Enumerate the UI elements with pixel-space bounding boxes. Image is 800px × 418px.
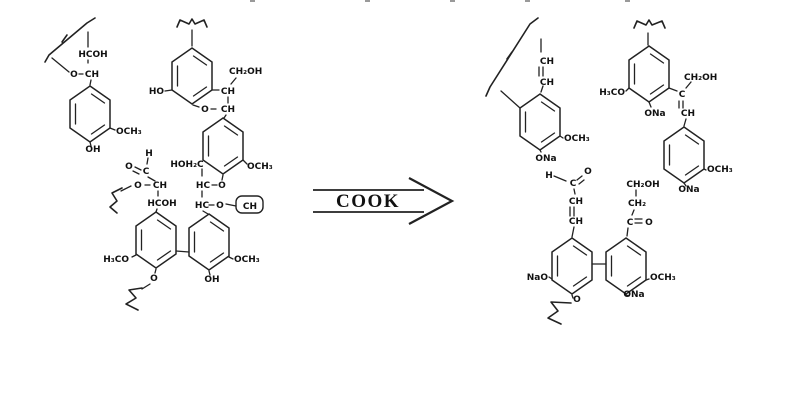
arrow-shaft xyxy=(313,189,424,213)
label-boxed-ch: CH xyxy=(243,202,257,212)
label-h3co: H₃CO xyxy=(103,255,129,265)
lignin-before-structure: HCOH O CH OCH₃ OH HO CH₂OH CH O CH OCH₃ … xyxy=(44,17,273,311)
benzene-ring xyxy=(171,47,213,105)
benzene-ring xyxy=(188,213,230,271)
unit-i: CH₂OH CH₂ C O xyxy=(626,180,660,237)
label-hc1: HC xyxy=(196,181,211,191)
bonds xyxy=(131,250,234,290)
benzene-ring xyxy=(135,211,177,269)
bonds xyxy=(201,168,237,215)
label-methoxy: OCH₃ xyxy=(650,273,676,283)
label-hcoh: HCOH xyxy=(147,199,176,209)
arrow-label: COOK xyxy=(336,191,400,212)
label-ch2oh: CH₂OH xyxy=(626,180,659,190)
chain-continuation-squiggle xyxy=(125,287,143,311)
label-ho: HO xyxy=(149,87,165,97)
label-o1: O xyxy=(218,181,226,191)
benzene-ring xyxy=(551,237,593,295)
label-hydroxyl: OH xyxy=(85,145,100,155)
label-ether-o: O xyxy=(150,274,158,284)
bonds xyxy=(625,32,707,187)
label-ether-o: O xyxy=(134,181,142,191)
label-ona-lower: ONa xyxy=(678,185,699,195)
unit-c: H O C O CH HCOH xyxy=(109,149,177,214)
label-ether-o: O xyxy=(573,295,581,305)
benzene-ring xyxy=(519,93,561,151)
label-aldehyde-h: H xyxy=(145,149,153,159)
unit-b: HO CH₂OH CH O CH OCH₃ xyxy=(149,18,273,181)
unit-h: H C O CH CH xyxy=(545,167,592,238)
label-ch: CH xyxy=(85,70,99,80)
label-h3co: H₃CO xyxy=(599,88,625,98)
bonds xyxy=(553,175,585,238)
label-ch1: CH xyxy=(540,57,554,67)
unit-j: NaO O ONa OCH₃ xyxy=(527,237,676,325)
label-carbonyl-o: O xyxy=(125,162,133,172)
label-ch-beta: CH xyxy=(221,87,235,97)
label-ch2: CH xyxy=(569,217,583,227)
arrow-head xyxy=(408,177,455,225)
label-c: C xyxy=(679,90,686,100)
benzene-ring xyxy=(202,117,244,175)
bonds xyxy=(120,157,159,213)
bonds xyxy=(626,189,643,237)
cropped-text-artifacts xyxy=(250,0,630,2)
label-ona-upper: ONa xyxy=(644,109,665,119)
label-o2: O xyxy=(216,201,224,211)
bonds xyxy=(164,29,248,181)
label-ch-alpha: CH xyxy=(221,105,235,115)
benzene-ring xyxy=(628,45,670,103)
label-ring-o: O xyxy=(201,105,209,115)
label-hcoh: HCOH xyxy=(78,50,107,60)
label-carbonyl-c: C xyxy=(570,179,577,189)
cook-arrow: COOK xyxy=(313,177,455,225)
label-ona: ONa xyxy=(535,154,556,164)
label-carbonyl-c: C xyxy=(143,167,150,177)
label-ether-o: O xyxy=(70,70,78,80)
label-methoxy: OCH₃ xyxy=(116,127,142,137)
label-ch2oh: CH₂OH xyxy=(684,73,717,83)
label-ch2: CH₂ xyxy=(628,199,646,209)
label-ch2oh: CH₂OH xyxy=(229,67,262,77)
chain-continuation-squiggle xyxy=(547,301,572,325)
unit-d: HOH₂C HC O HC O CH xyxy=(170,160,264,215)
label-ch: CH xyxy=(153,181,167,191)
label-ch1: CH xyxy=(569,197,583,207)
chain-continuation-bracket xyxy=(633,19,666,29)
benzene-ring xyxy=(69,85,111,143)
unit-f: CH CH OCH₃ ONa xyxy=(485,17,590,164)
benzene-ring xyxy=(663,126,705,184)
unit-e: H₃CO O OH OCH₃ xyxy=(103,211,260,311)
label-carbonyl-o: O xyxy=(645,218,653,228)
label-hc2: HC xyxy=(195,201,210,211)
label-carbonyl-c: C xyxy=(627,218,634,228)
label-ch: CH xyxy=(681,109,695,119)
chain-continuation-squiggle xyxy=(109,187,123,214)
bonds xyxy=(500,38,564,153)
bonds xyxy=(548,263,650,299)
label-methoxy: OCH₃ xyxy=(564,134,590,144)
label-carbonyl-o: O xyxy=(584,167,592,177)
label-nao: NaO xyxy=(527,273,549,283)
benzene-ring xyxy=(605,237,647,295)
chain-continuation-bracket xyxy=(176,18,208,28)
label-aldehyde-h: H xyxy=(545,171,553,181)
label-hoh2c: HOH₂C xyxy=(170,160,204,170)
chain-continuation-squiggle xyxy=(44,17,96,63)
lignin-after-structure: CH CH OCH₃ ONa H₃CO ONa C CH₂OH CH OCH₃ … xyxy=(485,17,733,325)
label-ch2: CH xyxy=(540,78,554,88)
label-methoxy: OCH₃ xyxy=(247,162,273,172)
label-ona: ONa xyxy=(623,290,644,300)
bonds xyxy=(51,31,116,147)
boxed-carbon xyxy=(235,195,264,214)
unit-g: H₃CO ONa C CH₂OH CH OCH₃ ONa xyxy=(599,19,733,195)
chain-continuation-squiggle xyxy=(485,17,539,97)
unit-a: HCOH O CH OCH₃ OH xyxy=(44,17,142,155)
label-oh: OH xyxy=(204,275,219,285)
label-methoxy: OCH₃ xyxy=(707,165,733,175)
label-methoxy: OCH₃ xyxy=(234,255,260,265)
